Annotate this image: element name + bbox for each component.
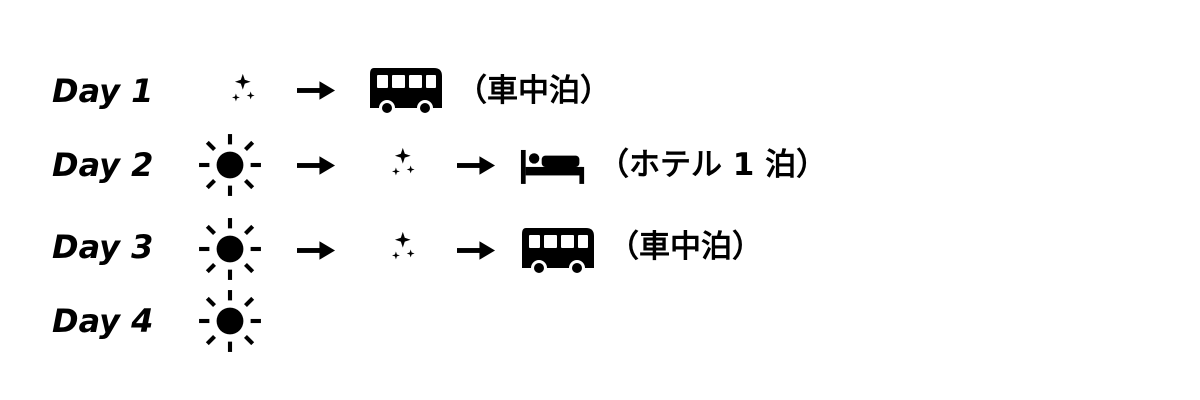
day-label: Day 3 <box>52 228 154 266</box>
day-row-1: Day 1 （車中泊） <box>0 56 1200 126</box>
arrow-right-icon <box>297 240 336 260</box>
arrow-right-icon <box>297 80 336 100</box>
accommodation-note: （車中泊） <box>456 73 611 109</box>
moon-stars-icon <box>367 224 417 279</box>
bed-icon <box>520 147 586 185</box>
moon-stars-icon <box>367 140 417 195</box>
bus-icon <box>368 66 444 118</box>
bus-icon <box>520 226 596 278</box>
accommodation-note: （車中泊） <box>608 229 763 265</box>
day-row-3: Day 3 （車中泊） <box>0 212 1200 282</box>
accommodation-note: （ホテル 1 泊） <box>598 147 828 183</box>
day-row-2: Day 2 （ホテル 1 泊） <box>0 130 1200 200</box>
arrow-right-icon <box>457 155 496 175</box>
sun-icon <box>197 216 263 282</box>
moon-stars-icon <box>207 66 257 121</box>
arrow-right-icon <box>457 240 496 260</box>
sun-icon <box>197 132 263 198</box>
day-label: Day 1 <box>52 72 154 110</box>
day-row-4: Day 4 <box>0 286 1200 356</box>
arrow-right-icon <box>297 155 336 175</box>
day-label: Day 4 <box>52 302 154 340</box>
sun-icon <box>197 288 263 354</box>
day-label: Day 2 <box>52 146 154 184</box>
